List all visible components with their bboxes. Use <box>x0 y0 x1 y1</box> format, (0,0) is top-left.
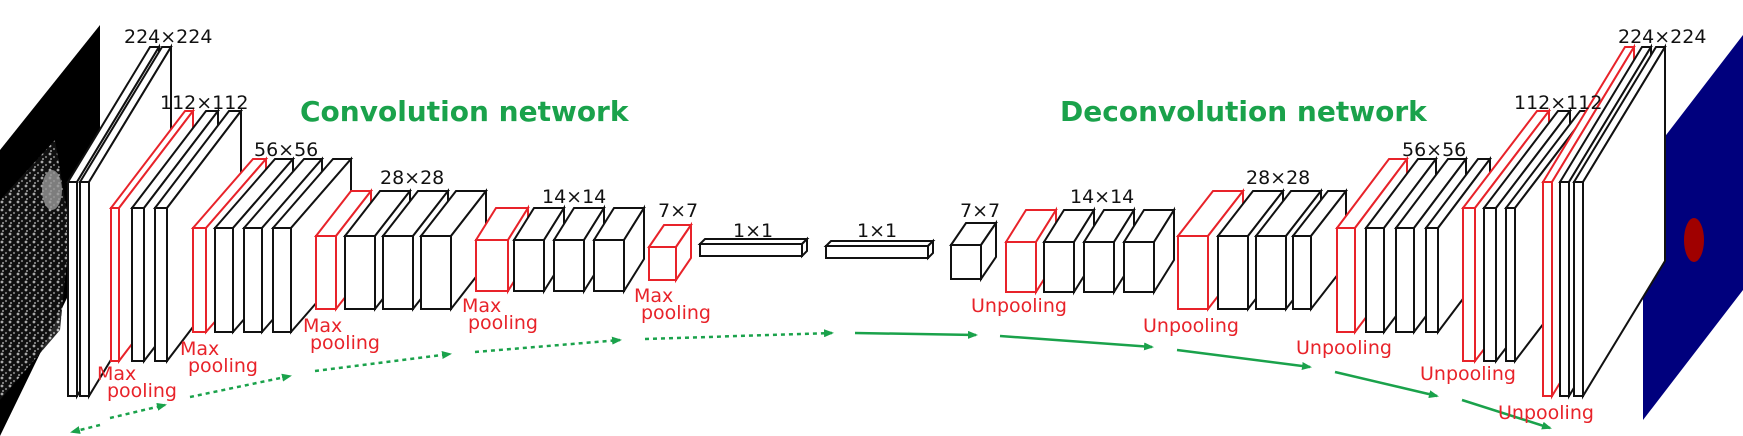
size-label-14-enc: 14×14 <box>542 186 606 208</box>
size-label-56-dec: 56×56 <box>1402 139 1466 161</box>
unpooling-label-5: Unpooling <box>1498 402 1594 424</box>
dotted-arrow-3 <box>190 376 290 397</box>
enc-7-pool <box>649 225 691 280</box>
size-label-56-enc: 56×56 <box>254 139 318 161</box>
svg-text:pooling: pooling <box>468 312 538 334</box>
size-label-1-a: 1×1 <box>733 220 773 242</box>
size-label-224-dec: 224×224 <box>1618 26 1706 48</box>
unpooling-label-1: Unpooling <box>971 295 1067 317</box>
max-pooling-label-1: Max pooling <box>97 363 177 402</box>
dotted-arrow-5 <box>475 340 620 352</box>
size-label-7-enc: 7×7 <box>658 200 698 222</box>
svg-text:pooling: pooling <box>107 380 177 402</box>
dotted-arrow-1 <box>72 425 100 432</box>
unpooling-label-4: Unpooling <box>1420 363 1516 385</box>
dec-7-deconv <box>951 223 996 279</box>
max-pooling-label-3: Max pooling <box>303 315 380 354</box>
size-label-112-dec: 112×112 <box>1514 92 1602 114</box>
dotted-arrow-4 <box>315 354 450 371</box>
dotted-arrow-2 <box>110 405 165 418</box>
max-pooling-label-2: Max pooling <box>180 338 258 377</box>
size-label-1-b: 1×1 <box>857 220 897 242</box>
size-label-7-dec: 7×7 <box>960 200 1000 222</box>
max-pooling-label-4: Max pooling <box>462 295 538 334</box>
size-label-28-dec: 28×28 <box>1246 167 1310 189</box>
solid-arrow-3 <box>1177 350 1310 367</box>
max-pooling-label-5: Max pooling <box>634 285 711 324</box>
svg-text:pooling: pooling <box>641 302 711 324</box>
size-label-224-enc: 224×224 <box>124 26 212 48</box>
decoder-title: Deconvolution network <box>1060 95 1428 128</box>
size-label-14-dec: 14×14 <box>1070 186 1134 208</box>
unpooling-label-3: Unpooling <box>1296 337 1392 359</box>
svg-text:pooling: pooling <box>188 355 258 377</box>
solid-arrow-2 <box>1000 336 1152 347</box>
dec-fc-1 <box>826 241 933 258</box>
encoder-title: Convolution network <box>300 95 630 128</box>
dotted-arrow-6 <box>645 333 832 339</box>
unpooling-label-2: Unpooling <box>1143 315 1239 337</box>
solid-arrow-1 <box>855 333 976 335</box>
size-label-112-enc: 112×112 <box>160 92 248 114</box>
size-label-28-enc: 28×28 <box>380 167 444 189</box>
svg-text:pooling: pooling <box>310 332 380 354</box>
